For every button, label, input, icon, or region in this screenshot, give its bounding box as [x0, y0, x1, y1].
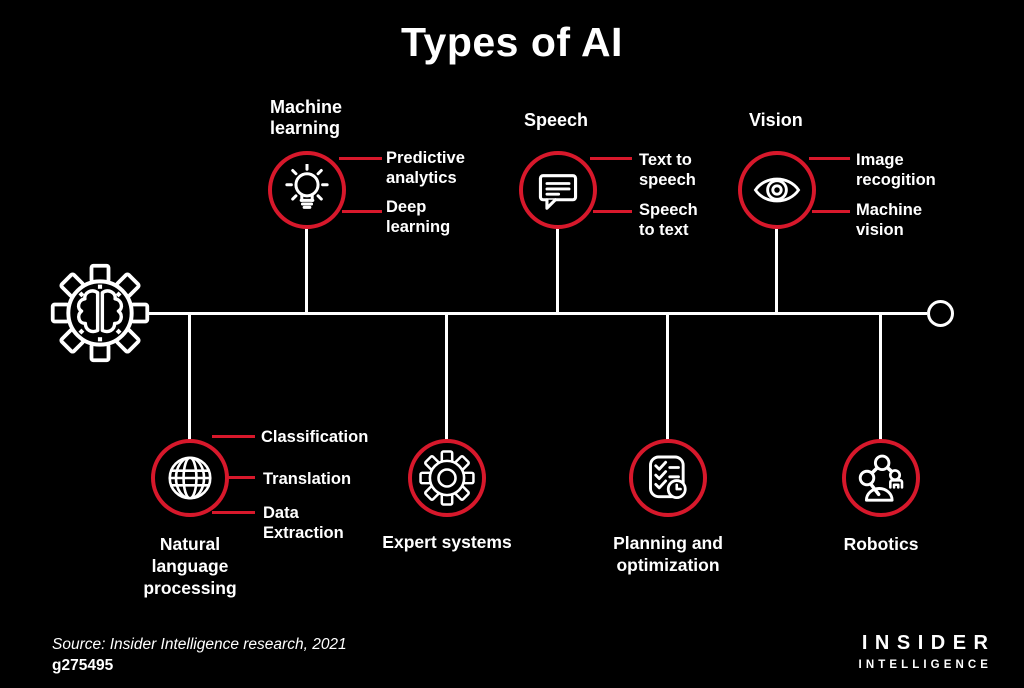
ml-item-predictive-analytics: Predictive analytics [386, 149, 465, 187]
vision-item-machine-vision: Machine vision [856, 201, 923, 239]
speech-bubble-icon [532, 164, 584, 216]
speech-connector-2 [593, 210, 632, 213]
ml-connector-2 [342, 210, 382, 213]
nlp-connector-1 [212, 435, 255, 438]
speech-connector-1 [590, 157, 632, 160]
speech-item-text-to-speech: Text to speech [639, 151, 696, 189]
vision-item-image-recognition: Image recogition [856, 151, 936, 189]
timeline-line [146, 312, 927, 315]
nlp-item-data-extraction: Data Extraction [263, 504, 344, 542]
nlp-label: Natural language processing [143, 534, 237, 598]
speech-stem [556, 228, 559, 313]
speech-node [519, 151, 597, 229]
ml-connector-1 [339, 157, 382, 160]
brand-line-insider: INSIDER [861, 632, 996, 654]
speech-item-speech-to-text: Speech to text [639, 201, 698, 239]
expert-systems-node [408, 439, 486, 517]
vision-connector-2 [812, 210, 850, 213]
robotics-label: Robotics [843, 534, 919, 554]
robot-arm-icon [853, 450, 909, 506]
vision-connector-1 [809, 157, 850, 160]
nlp-stem [188, 315, 191, 441]
vision-label: Vision [749, 110, 803, 130]
vision-node [738, 151, 816, 229]
vision-stem [775, 228, 778, 313]
machine-learning-label: Machine learning [270, 97, 343, 138]
planning-node [629, 439, 707, 517]
timeline-end-node [927, 300, 954, 327]
eye-icon [749, 162, 805, 218]
globe-icon [163, 451, 217, 505]
checklist-clock-icon [640, 450, 696, 506]
nlp-item-classification: Classification [261, 428, 369, 446]
brain-gear-icon [48, 261, 152, 365]
speech-label: Speech [524, 110, 589, 130]
planning-label: Planning and optimization [613, 533, 723, 575]
insider-intelligence-logo: INSIDER INTELLIGENCE [859, 632, 988, 671]
ml-item-deep-learning: Deep learning [386, 198, 451, 236]
machine-learning-stem [305, 228, 308, 313]
nlp-item-translation: Translation [263, 470, 352, 488]
gear-icon [419, 450, 475, 506]
nlp-node [151, 439, 229, 517]
robotics-stem [879, 315, 882, 441]
nlp-connector-3 [212, 511, 255, 514]
machine-learning-node [268, 151, 346, 229]
figure-id: g275495 [52, 657, 114, 674]
page-title: Types of AI [401, 19, 623, 65]
brand-line-intelligence: INTELLIGENCE [858, 659, 993, 671]
lightbulb-icon [281, 164, 333, 216]
source-note: Source: Insider Intelligence research, 2… [52, 636, 347, 653]
nlp-connector-2 [228, 476, 255, 479]
expert-systems-stem [445, 315, 448, 441]
expert-systems-label: Expert systems [382, 532, 512, 552]
robotics-node [842, 439, 920, 517]
planning-stem [666, 315, 669, 441]
